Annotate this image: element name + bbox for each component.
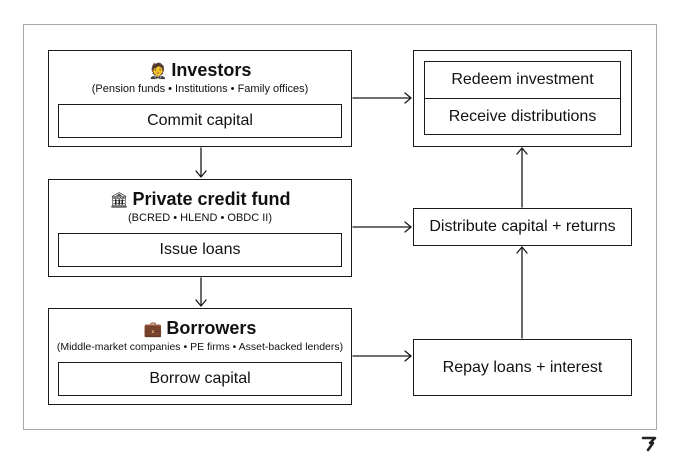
- repay-loans-box: Repay loans + interest: [413, 339, 632, 396]
- private-credit-fund-box: 🏛Private credit fund (BCRED • HLEND • OB…: [48, 179, 352, 277]
- investor-returns-box: Redeem investment Receive distributions: [413, 50, 632, 147]
- borrowers-subtitle: (Middle-market companies • PE firms • As…: [56, 341, 344, 353]
- bank-building-icon: 🏛: [109, 192, 129, 209]
- issue-loans-box: Issue loans: [58, 233, 342, 267]
- redeem-investment-box: Redeem investment: [424, 61, 621, 98]
- logo-icon: [641, 436, 657, 452]
- investors-title: 🤵Investors: [148, 60, 252, 80]
- borrowers-box: 💼Borrowers (Middle-market companies • PE…: [48, 308, 352, 405]
- briefcase-icon: 💼: [143, 321, 163, 338]
- person-in-suit-icon: 🤵: [148, 63, 168, 80]
- borrowers-title: 💼Borrowers: [143, 318, 257, 338]
- borrow-capital-box: Borrow capital: [58, 362, 342, 396]
- investors-subtitle: (Pension funds • Institutions • Family o…: [91, 83, 309, 95]
- fund-title: 🏛Private credit fund: [109, 189, 291, 209]
- investors-box: 🤵Investors (Pension funds • Institutions…: [48, 50, 352, 147]
- receive-distributions-box: Receive distributions: [424, 98, 621, 135]
- fund-subtitle: (BCRED • HLEND • OBDC II): [128, 212, 272, 224]
- commit-capital-box: Commit capital: [58, 104, 342, 138]
- diagram-frame: [23, 24, 657, 430]
- distribute-capital-box: Distribute capital + returns: [413, 208, 632, 246]
